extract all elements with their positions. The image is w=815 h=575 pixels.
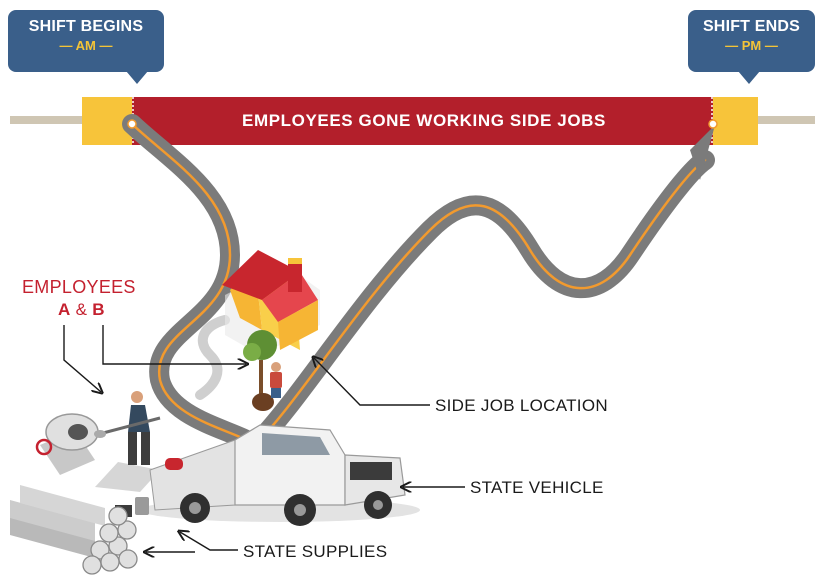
- employee-b: B: [92, 300, 105, 319]
- shift-ends-title: SHIFT ENDS: [702, 18, 801, 35]
- shift-ends-tail: [738, 71, 760, 84]
- state-vehicle-label: STATE VEHICLE: [470, 478, 604, 497]
- side-job-location-label: SIDE JOB LOCATION: [435, 396, 608, 415]
- shift-ends-bubble: SHIFT ENDS — PM —: [688, 10, 815, 84]
- shift-begins-bubble: SHIFT BEGINS — AM —: [8, 10, 164, 84]
- timeline-line-right: [758, 116, 815, 124]
- cement-mixer-icon: [35, 413, 99, 475]
- banner-bar: [132, 97, 713, 145]
- employee-b-pointer: [102, 325, 246, 364]
- state-supplies-label: STATE SUPPLIES: [243, 542, 388, 561]
- pipes-icon: [10, 485, 138, 575]
- house-icon: [222, 250, 320, 355]
- gardener-icon: [270, 362, 282, 398]
- shift-begins-title: SHIFT BEGINS: [28, 18, 144, 35]
- shift-end-block: [713, 97, 758, 145]
- tree-icon: [243, 330, 277, 411]
- shift-ends-sub: — PM —: [725, 38, 778, 53]
- worker-icon: [94, 391, 161, 465]
- employees-ab: A & B: [58, 300, 105, 320]
- employee-a-pointer: [63, 325, 101, 392]
- employee-a: A: [58, 300, 71, 319]
- truck-icon: [140, 424, 420, 526]
- route-road: [122, 114, 718, 455]
- shift-begins-tail: [126, 71, 148, 84]
- timeline-line-left: [10, 116, 82, 124]
- side-job-pointer: [314, 358, 430, 406]
- sand-pile: [95, 462, 160, 492]
- employees-amp: &: [75, 300, 88, 319]
- gas-can-icon: [135, 497, 149, 515]
- supplies-pointer-1: [180, 532, 238, 551]
- banner-title: EMPLOYEES GONE WORKING SIDE JOBS: [242, 111, 606, 130]
- shift-begins-sub: — AM —: [59, 38, 113, 53]
- employees-label: EMPLOYEES: [22, 277, 136, 297]
